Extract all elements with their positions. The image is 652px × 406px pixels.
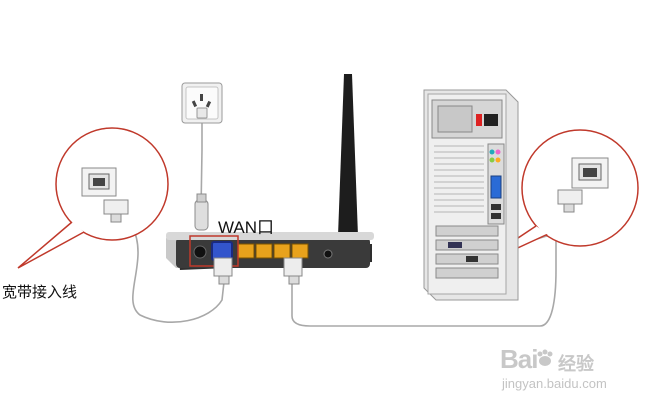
antenna (336, 74, 360, 248)
lan-ports (237, 243, 309, 259)
wan-port-label: WAN口 (218, 218, 275, 237)
watermark-sub: 经验 (558, 354, 594, 375)
rj45-wall-jack-icon-right (557, 157, 609, 213)
power-outlet-icon (181, 82, 223, 124)
watermark-url: jingyan.baidu.com (502, 376, 607, 391)
broadband-line-label: 宽带接入线 (2, 283, 78, 301)
left-callout (17, 127, 169, 269)
cable-broadband (131, 225, 225, 323)
wan-port (211, 241, 233, 261)
power-plug (194, 193, 209, 231)
rj45-plug-icon (213, 257, 303, 285)
cable-power (200, 120, 203, 211)
rj45-wall-jack-icon (81, 167, 129, 223)
desktop-pc-tower (423, 89, 519, 301)
watermark-brand: Bai (500, 344, 538, 374)
paw-icon (537, 349, 553, 366)
baidu-jingyan-watermark: Bai 经验 jingyan.baidu.com (500, 344, 650, 400)
